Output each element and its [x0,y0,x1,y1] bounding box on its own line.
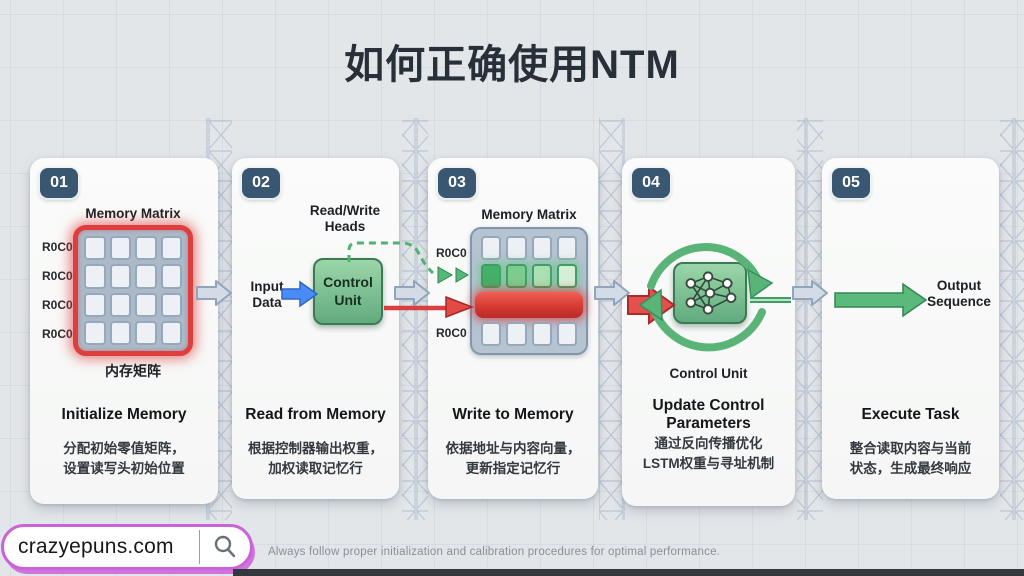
control-unit-box [673,262,747,324]
step-number-badge: 03 [438,168,476,198]
step-description: 整合读取内容与当前 状态，生成最终响应 [849,441,972,477]
step-description: 通过反向传播优化 LSTM权重与寻址机制 [642,436,775,472]
memory-cell [109,236,131,261]
memory-cell [506,322,527,346]
memory-cell [84,264,106,289]
footer-disclaimer: Always follow proper initialization and … [268,546,721,558]
step-heading: Execute Task [861,406,960,423]
memory-row-read-highlight [481,264,577,288]
memory-matrix-grid [73,225,193,356]
memory-cell [84,236,106,261]
memory-cell [84,320,106,345]
read-cell [531,264,552,288]
brand-site-text: crazyepuns.com [18,535,174,558]
memory-row [481,236,577,260]
memory-cell [160,320,182,345]
truss-strip [402,118,428,520]
row-label: R0C0 [42,327,73,341]
search-icon[interactable] [200,534,250,560]
memory-matrix-label: Memory Matrix [85,206,181,221]
step-description: 分配初始零值矩阵， 设置读写头初始位置 [63,441,185,477]
step-card-execute-task: 05 Output Sequence Execute Task 整合读取内容与当… [822,158,999,499]
write-row-highlight [475,292,583,318]
step-heading: Initialize Memory [61,406,187,423]
step-heading: Read from Memory [245,406,386,423]
read-cell [506,264,527,288]
memory-row [481,322,577,346]
input-data-label: Input Data [250,279,284,311]
step-description: 根据控制器输出权重， 加权读取记忆行 [248,441,383,477]
memory-cell [84,292,106,317]
row-label: R0C0 [42,269,73,283]
truss-strip [797,118,823,520]
bottom-dark-bar [233,569,1024,576]
truss-strip [1000,118,1024,520]
memory-cell [109,320,131,345]
memory-cell [556,322,577,346]
memory-cell [135,292,157,317]
control-unit-box: Control Unit [313,258,383,325]
neural-network-icon [685,271,737,315]
step-card-update-control-parameters: 04 Control Unit Update Control Parameter… [622,158,795,506]
memory-cell [506,236,527,260]
step-description: 依据地址与内容向量， 更新指定记忆行 [445,441,581,477]
memory-cell [135,236,157,261]
memory-cell [556,236,577,260]
step-number-badge: 01 [40,168,78,198]
step-heading: Update Control Parameters [652,397,765,433]
memory-cell [481,236,502,260]
memory-cell [135,264,157,289]
memory-cell [160,236,182,261]
read-write-heads-label: Read/Write Heads [309,203,381,235]
memory-cell [160,264,182,289]
step-number-badge: 04 [632,168,670,198]
flow-chevron-2-3 [394,280,430,306]
memory-cell [109,292,131,317]
memory-cell [109,264,131,289]
pill-divider [199,530,200,564]
step-card-initialize-memory: 01 Memory Matrix R0C0 R0C0 R0C0 R0C0 内存矩… [30,158,218,504]
row-label: R0C0 [436,246,467,260]
memory-cell [481,322,502,346]
step-number-badge: 05 [832,168,870,198]
memory-cell [531,322,552,346]
step-card-read-from-memory: 02 Read/Write Heads Input Data Control U… [232,158,399,499]
step-number-badge: 02 [242,168,280,198]
step-card-write-to-memory: 03 Memory Matrix R0C0 R0C0 Write to Memo… [428,158,598,499]
memory-matrix-label: Memory Matrix [481,207,577,222]
page-title: 如何正确使用NTM [344,43,680,87]
row-label: R0C0 [436,326,467,340]
control-unit-caption: Control Unit [669,366,748,381]
output-sequence-label: Output Sequence [927,278,991,310]
memory-matrix-caption: 内存矩阵 [105,363,161,379]
brand-search-pill[interactable]: crazyepuns.com [1,524,253,570]
memory-cell [135,320,157,345]
memory-matrix-grid [470,227,588,355]
step-heading: Write to Memory [452,406,574,423]
read-cell [556,264,577,288]
memory-cell [531,236,552,260]
memory-cell [160,292,182,317]
row-label: R0C0 [42,240,73,254]
read-cell [481,264,502,288]
row-label: R0C0 [42,298,73,312]
